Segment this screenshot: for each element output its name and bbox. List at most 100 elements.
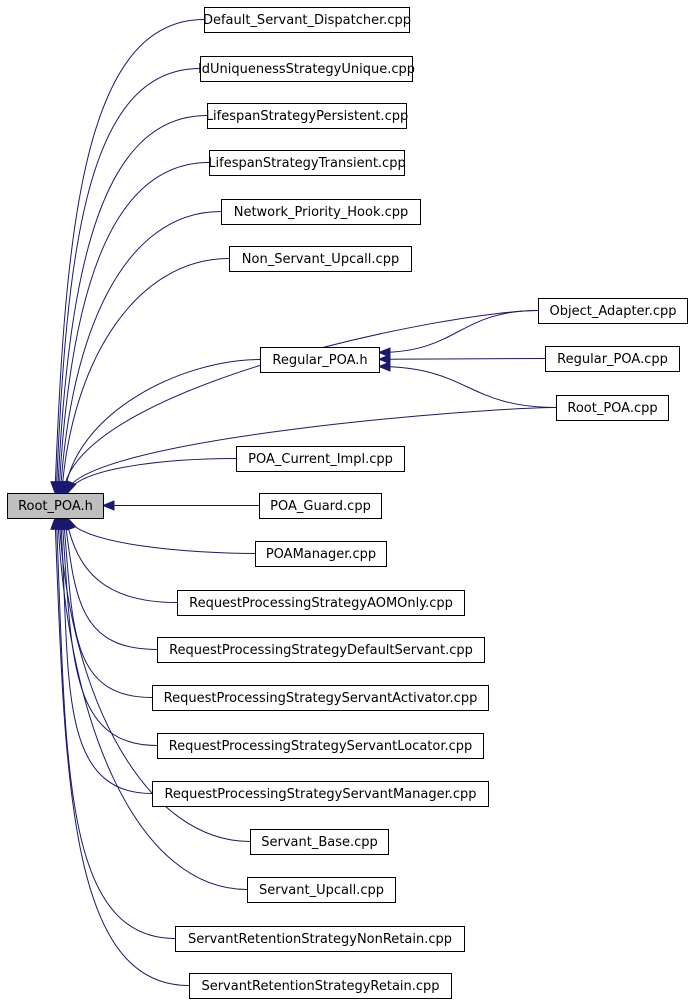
nodes-layer: Root_POA.h Default_Servant_Dispatcher.cpp… bbox=[7, 7, 688, 999]
arrowhead-object_adapter-to-regular_poa_h bbox=[377, 347, 391, 358]
edge-rps_servant_locator-to-root_poa_h bbox=[61, 517, 158, 746]
node-regular-poa-h[interactable]: Regular_POA.h bbox=[260, 347, 380, 373]
node-label: Servant_Base.cpp bbox=[261, 835, 378, 850]
node-box bbox=[175, 926, 465, 952]
edge-regular_poa_h-to-root_poa_h bbox=[64, 359, 261, 494]
edge-regular_poa_cpp-to-regular_poa_h bbox=[378, 358, 546, 360]
node-box bbox=[200, 56, 413, 82]
node-label: Regular_POA.h bbox=[272, 353, 367, 368]
node-box bbox=[177, 590, 465, 616]
node-label: RequestProcessingStrategyServantManager.… bbox=[164, 787, 476, 802]
edge-root_poa_cpp-to-regular_poa_h bbox=[378, 366, 557, 408]
edge-root_poa_cpp-to-root_poa_h bbox=[65, 407, 557, 494]
edge-iduniqueness_strategy_unique-to-root_poa_h bbox=[55, 68, 201, 494]
node-poa-current-impl[interactable]: POA_Current_Impl.cpp bbox=[236, 446, 405, 472]
node-box bbox=[209, 150, 405, 176]
arrowhead-root_poa_cpp-to-regular_poa_h bbox=[377, 361, 391, 372]
node-box bbox=[207, 103, 407, 129]
edges-layer bbox=[50, 19, 557, 986]
node-label: RequestProcessingStrategyAOMOnly.cpp bbox=[189, 596, 453, 611]
node-servant-upcall[interactable]: Servant_Upcall.cpp bbox=[247, 877, 396, 903]
edge-default_servant_dispatcher-to-root_poa_h bbox=[54, 19, 205, 494]
node-label: LifespanStrategyPersistent.cpp bbox=[206, 109, 408, 124]
node-box bbox=[152, 781, 489, 807]
node-network-priority-hook[interactable]: Network_Priority_Hook.cpp bbox=[221, 199, 421, 225]
node-poamanager[interactable]: POAManager.cpp bbox=[255, 541, 387, 567]
node-label: Network_Priority_Hook.cpp bbox=[234, 205, 409, 220]
node-rps-servant-activator[interactable]: RequestProcessingStrategyServantActivato… bbox=[152, 685, 489, 711]
edge-rps_servant_activator-to-root_poa_h bbox=[62, 517, 153, 698]
node-box bbox=[157, 637, 485, 663]
node-label: ServantRetentionStrategyRetain.cpp bbox=[201, 979, 439, 994]
node-non-servant-upcall[interactable]: Non_Servant_Upcall.cpp bbox=[229, 246, 412, 272]
edge-rps_servant_manager-to-root_poa_h bbox=[60, 517, 153, 794]
node-box bbox=[538, 298, 688, 324]
node-box bbox=[545, 346, 680, 372]
node-box bbox=[229, 246, 412, 272]
edge-non_servant_upcall-to-root_poa_h bbox=[61, 258, 230, 494]
edge-lifespan_strategy_persistent-to-root_poa_h bbox=[57, 115, 208, 494]
node-box bbox=[189, 973, 452, 999]
arrowhead-poa_current_impl-to-root_poa_h bbox=[66, 480, 77, 495]
node-label: POA_Current_Impl.cpp bbox=[248, 452, 393, 467]
node-box bbox=[556, 395, 669, 421]
node-lifespan-strategy-transient[interactable]: LifespanStrategyTransient.cpp bbox=[208, 150, 406, 176]
edge-srs_retain-to-root_poa_h bbox=[54, 517, 190, 986]
edge-poa_current_impl-to-root_poa_h bbox=[67, 458, 237, 494]
node-object-adapter[interactable]: Object_Adapter.cpp bbox=[538, 298, 688, 324]
node-box bbox=[7, 493, 104, 519]
node-box bbox=[259, 493, 382, 519]
node-box bbox=[236, 446, 405, 472]
node-box bbox=[157, 733, 484, 759]
node-label: ServantRetentionStrategyNonRetain.cpp bbox=[188, 932, 452, 947]
edge-object_adapter-to-regular_poa_h bbox=[378, 310, 539, 353]
node-box bbox=[247, 877, 396, 903]
node-label: Root_POA.cpp bbox=[567, 401, 657, 416]
node-srs-non-retain[interactable]: ServantRetentionStrategyNonRetain.cpp bbox=[175, 926, 465, 952]
arrowhead-regular_poa_cpp-to-regular_poa_h bbox=[377, 353, 391, 365]
node-rps-servant-manager[interactable]: RequestProcessingStrategyServantManager.… bbox=[152, 781, 489, 807]
node-box bbox=[250, 829, 389, 855]
arrowhead-srs_retain-to-root_poa_h bbox=[50, 516, 61, 530]
node-label: RequestProcessingStrategyServantActivato… bbox=[164, 691, 478, 706]
node-regular-poa-cpp[interactable]: Regular_POA.cpp bbox=[545, 346, 680, 372]
node-label: POA_Guard.cpp bbox=[270, 499, 371, 514]
node-default-servant-dispatcher[interactable]: Default_Servant_Dispatcher.cpp bbox=[203, 7, 411, 33]
node-label: Non_Servant_Upcall.cpp bbox=[242, 252, 399, 267]
node-box bbox=[152, 685, 489, 711]
node-box bbox=[260, 347, 380, 373]
node-servant-base[interactable]: Servant_Base.cpp bbox=[250, 829, 389, 855]
edge-servant_base-to-root_poa_h bbox=[58, 517, 251, 842]
node-rps-aom-only[interactable]: RequestProcessingStrategyAOMOnly.cpp bbox=[177, 590, 465, 616]
edge-rps_default_servant-to-root_poa_h bbox=[64, 517, 158, 650]
edge-srs_non_retain-to-root_poa_h bbox=[55, 517, 176, 939]
edge-network_priority_hook-to-root_poa_h bbox=[59, 211, 222, 494]
node-srs-retain[interactable]: ServantRetentionStrategyRetain.cpp bbox=[189, 973, 452, 999]
node-root-poa-h: Root_POA.h bbox=[7, 493, 104, 519]
node-box bbox=[255, 541, 387, 567]
edge-rps_aom_only-to-root_poa_h bbox=[65, 517, 178, 603]
node-rps-default-servant[interactable]: RequestProcessingStrategyDefaultServant.… bbox=[157, 637, 485, 663]
node-label: Servant_Upcall.cpp bbox=[259, 883, 384, 898]
node-poa-guard[interactable]: POA_Guard.cpp bbox=[259, 493, 382, 519]
node-label: Regular_POA.cpp bbox=[557, 352, 668, 367]
node-label: Default_Servant_Dispatcher.cpp bbox=[203, 13, 411, 28]
node-label: POAManager.cpp bbox=[266, 547, 376, 562]
node-box bbox=[204, 7, 410, 33]
node-lifespan-strategy-persistent[interactable]: LifespanStrategyPersistent.cpp bbox=[206, 103, 408, 129]
edge-lifespan_strategy_transient-to-root_poa_h bbox=[58, 162, 210, 494]
node-root-poa-cpp[interactable]: Root_POA.cpp bbox=[556, 395, 669, 421]
node-label: LifespanStrategyTransient.cpp bbox=[208, 156, 405, 171]
node-label: Root_POA.h bbox=[18, 499, 93, 514]
edge-servant_upcall-to-root_poa_h bbox=[57, 517, 248, 890]
node-iduniqueness-strategy-unique[interactable]: IdUniquenessStrategyUnique.cpp bbox=[198, 56, 415, 82]
node-rps-servant-locator[interactable]: RequestProcessingStrategyServantLocator.… bbox=[157, 733, 484, 759]
node-box bbox=[221, 199, 421, 225]
edge-poamanager-to-root_poa_h bbox=[67, 517, 256, 554]
node-label: IdUniquenessStrategyUnique.cpp bbox=[198, 62, 415, 77]
arrowhead-poa_guard-to-root_poa_h bbox=[101, 500, 115, 511]
node-label: RequestProcessingStrategyServantLocator.… bbox=[169, 739, 473, 754]
node-label: Object_Adapter.cpp bbox=[549, 304, 676, 319]
node-label: RequestProcessingStrategyDefaultServant.… bbox=[169, 643, 473, 658]
